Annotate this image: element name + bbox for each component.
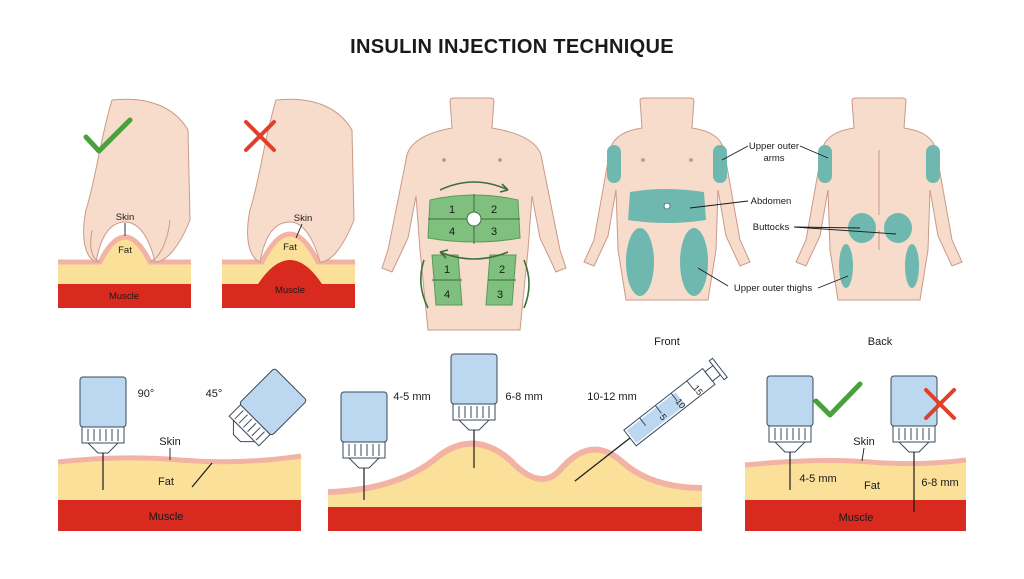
cross-icon (924, 388, 956, 420)
abdomen-site-label: Abdomen (751, 196, 792, 207)
front-thigh-site-left (626, 228, 654, 296)
angle-skin-label: Skin (159, 436, 180, 448)
thigh-right-zone-2: 2 (499, 264, 505, 276)
angle-45-label: 45° (206, 388, 223, 400)
back-buttock-site-left (848, 213, 876, 243)
front-arm-site-right (713, 145, 727, 183)
thigh-left-zone-1: 1 (444, 264, 450, 276)
compare-muscle-label: Muscle (839, 512, 874, 524)
abdomen-zone-1: 1 (449, 204, 455, 216)
page-title: INSULIN INJECTION TECHNIQUE (350, 36, 674, 58)
pinch-incorrect-skin-label: Skin (294, 213, 312, 224)
abdomen-zone-3: 3 (491, 226, 497, 238)
cross-icon (244, 120, 276, 152)
rotation-body-figure: 1 2 4 3 1 4 2 3 (381, 97, 567, 331)
syringe-mark-10: 10 (674, 397, 688, 411)
compare-skin-label: Skin (853, 436, 874, 448)
injection-angle-panel: 90° 45° Skin Fat Muscle (57, 367, 308, 531)
back-buttock-site-right (884, 213, 912, 243)
pinch-incorrect-muscle-label: Muscle (275, 285, 305, 296)
needle-6-8mm-label: 6-8 mm (505, 391, 542, 403)
back-body-figure: Back (795, 97, 963, 348)
check-icon (83, 117, 133, 154)
angle-muscle-label: Muscle (149, 511, 184, 523)
syringe-mark-5: 5 (658, 412, 669, 422)
upper-outer-arms-label-line2: arms (763, 153, 784, 164)
check-icon (813, 381, 863, 418)
pinch-correct-muscle-label: Muscle (109, 291, 139, 302)
back-arm-site-left (818, 145, 832, 183)
angle-90-label: 90° (138, 388, 155, 400)
buttocks-site-label: Buttocks (753, 222, 790, 233)
thigh-left-zone-4: 4 (444, 289, 450, 301)
compare-6-8mm-label: 6-8 mm (921, 477, 958, 489)
compare-fat-label: Fat (864, 480, 880, 492)
front-label: Front (654, 336, 680, 348)
front-body-figure: Front (583, 97, 751, 348)
upper-outer-arms-label-line1: Upper outer (749, 141, 799, 152)
front-arm-site-left (607, 145, 621, 183)
rotation-arrow-icon (439, 181, 509, 191)
thigh-right-zone-3: 3 (497, 289, 503, 301)
back-arm-site-right (926, 145, 940, 183)
pinch-correct-skin-label: Skin (116, 212, 134, 223)
syringe-mark-15: 15 (691, 383, 705, 397)
pinch-incorrect-panel: Skin Fat Muscle (222, 98, 355, 308)
needle-compare-panel: Skin 4-5 mm Fat 6-8 mm Muscle (744, 375, 967, 531)
body-site-labels: Upper outer arms Abdomen Buttocks Upper … (689, 141, 897, 294)
pinch-correct-panel: Skin Fat Muscle (58, 98, 191, 308)
upper-outer-thighs-label: Upper outer thighs (734, 283, 812, 294)
abdomen-zone-4: 4 (449, 226, 455, 238)
abdomen-zone-2: 2 (491, 204, 497, 216)
angle-fat-label: Fat (158, 476, 174, 488)
pinch-incorrect-fat-label: Fat (283, 242, 297, 253)
back-label: Back (868, 336, 893, 348)
needle-10-12mm-label: 10-12 mm (587, 391, 637, 403)
front-thigh-site-right (680, 228, 708, 296)
compare-4-5mm-label: 4-5 mm (799, 473, 836, 485)
needle-4-5mm-label: 4-5 mm (393, 391, 430, 403)
needle-length-panel: 5 10 15 4-5 mm 6-8 mm 10-12 mm (327, 353, 728, 531)
pinch-correct-fat-label: Fat (118, 245, 132, 256)
